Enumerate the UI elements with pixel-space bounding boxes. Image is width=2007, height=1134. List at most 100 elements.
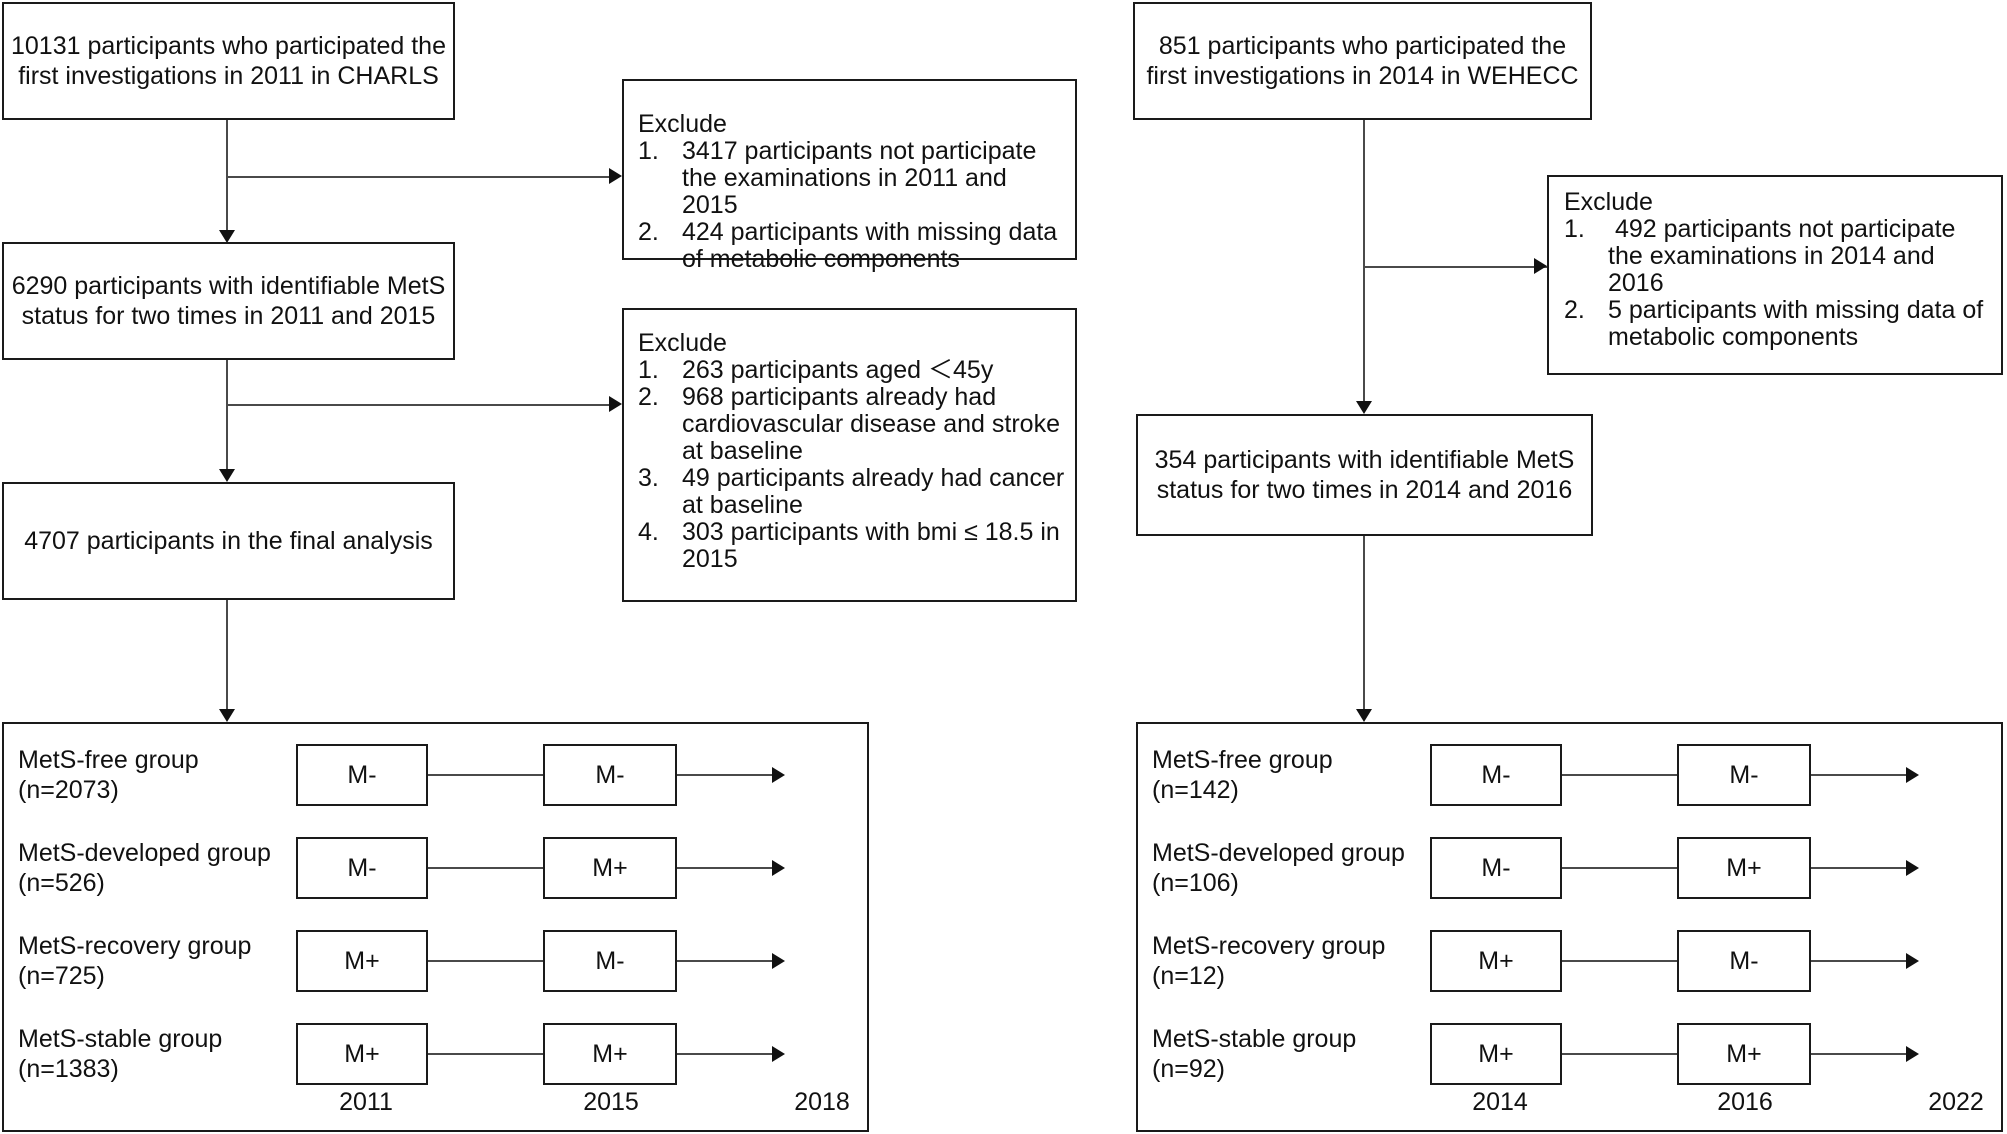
arrow-right-icon <box>1906 1046 1919 1062</box>
exclude-item-number: 2. <box>638 218 659 246</box>
group-label: MetS-stable group (n=92) <box>1152 1024 1356 1084</box>
status-label: M- <box>595 760 625 789</box>
group-n: (n=1383) <box>18 1055 119 1083</box>
charls-exclude1-branch-line <box>227 176 609 178</box>
exclude-item-text: 424 participants with missing data of me… <box>682 218 1058 273</box>
arrow-down-icon <box>1356 709 1372 722</box>
year-label: 2011 <box>339 1088 393 1116</box>
exclude-item: 2. 424 participants with missing data of… <box>638 219 1067 273</box>
group-label: MetS-developed group (n=106) <box>1152 838 1405 898</box>
exclude-item: 3. 49 participants already had cancer at… <box>638 465 1067 519</box>
followup-line <box>1811 867 1906 869</box>
group-name: MetS-stable group <box>18 1025 223 1053</box>
year-label: 2014 <box>1472 1088 1528 1116</box>
charls-connector-line-2 <box>226 360 228 469</box>
group-label: MetS-recovery group (n=12) <box>1152 931 1385 991</box>
group-label: MetS-recovery group (n=725) <box>18 931 251 991</box>
status-box-t2: M+ <box>1677 837 1811 899</box>
wehecc-connector-line-1 <box>1363 120 1365 401</box>
wehecc-connector-line-2 <box>1363 536 1365 709</box>
arrow-right-icon <box>609 168 622 184</box>
group-name: MetS-developed group <box>1152 839 1405 867</box>
followup-line <box>1811 1053 1906 1055</box>
followup-line <box>677 1053 772 1055</box>
arrow-right-icon <box>1906 953 1919 969</box>
wehecc-enrollment-text: 851 participants who participated the fi… <box>1146 32 1579 90</box>
group-name: MetS-recovery group <box>18 932 252 960</box>
exclude-item-number: 3. <box>638 464 659 492</box>
exclude-item-text: 968 participants already had cardiovascu… <box>682 383 1060 465</box>
group-row-mets-developed: MetS-developed group (n=526) M- M+ <box>4 837 867 899</box>
status-box-t1: M- <box>296 837 428 899</box>
group-label: MetS-stable group (n=1383) <box>18 1024 222 1084</box>
arrow-right-icon <box>1906 860 1919 876</box>
exclude-item-number: 1. <box>1564 215 1585 243</box>
group-name: MetS-free group <box>1152 746 1333 774</box>
group-n: (n=2073) <box>18 776 119 804</box>
year-label: 2015 <box>583 1088 639 1116</box>
exclude-item: 1. 3417 participants not participate the… <box>638 138 1067 219</box>
wehecc-identifiable-mets-box: 354 participants with identifiable MetS … <box>1136 414 1593 536</box>
followup-line <box>1811 960 1906 962</box>
exclude-item: 1. 263 participants aged ＜45y <box>638 357 1067 384</box>
group-label: MetS-free group (n=2073) <box>18 745 199 805</box>
status-box-t2: M+ <box>543 837 677 899</box>
status-box-t1: M+ <box>296 1023 428 1085</box>
year-label: 2022 <box>1928 1088 1984 1116</box>
status-label: M+ <box>1726 1039 1762 1068</box>
exclude-item-number: 2. <box>1564 296 1585 324</box>
exclude-item-text: 303 participants with bmi ≤ 18.5 in 2015 <box>682 518 1060 573</box>
status-box-t2: M- <box>543 744 677 806</box>
status-label: M+ <box>1478 946 1514 975</box>
exclude-item: 1. 492 participants not participate the … <box>1564 216 1993 297</box>
exclude-item-text: 492 participants not participate the exa… <box>1608 215 1956 297</box>
followup-line <box>677 867 772 869</box>
status-box-t2: M- <box>1677 930 1811 992</box>
group-row-mets-developed: MetS-developed group (n=106) M- M+ <box>1138 837 2001 899</box>
arrow-down-icon <box>219 230 235 243</box>
charls-exclude-box-2: Exclude 1. 263 participants aged ＜45y 2.… <box>622 308 1077 602</box>
group-label: MetS-developed group (n=526) <box>18 838 271 898</box>
status-connector-line <box>428 1053 543 1055</box>
exclude-item-text: 3417 participants not participate the ex… <box>682 137 1037 219</box>
charls-groups-panel: MetS-free group (n=2073) M- M- MetS-deve… <box>2 722 869 1132</box>
status-box-t2: M+ <box>1677 1023 1811 1085</box>
status-connector-line <box>1562 1053 1677 1055</box>
status-connector-line <box>428 774 543 776</box>
group-n: (n=526) <box>18 869 105 897</box>
status-box-t1: M+ <box>1430 1023 1562 1085</box>
status-box-t2: M- <box>1677 744 1811 806</box>
wehecc-exclude-box: Exclude 1. 492 participants not particip… <box>1547 175 2003 375</box>
group-n: (n=106) <box>1152 869 1239 897</box>
status-connector-line <box>1562 774 1677 776</box>
group-row-mets-stable: MetS-stable group (n=92) M+ M+ <box>1138 1023 2001 1085</box>
exclude-item-number: 1. <box>638 137 659 165</box>
exclude-title: Exclude <box>638 110 727 138</box>
followup-line <box>677 774 772 776</box>
wehecc-groups-panel: MetS-free group (n=142) M- M- MetS-devel… <box>1136 722 2003 1132</box>
status-box-t2: M+ <box>543 1023 677 1085</box>
group-n: (n=142) <box>1152 776 1239 804</box>
charls-enrollment-box: 10131 participants who participated the … <box>2 2 455 120</box>
arrow-right-icon <box>1534 258 1547 274</box>
charls-enrollment-text: 10131 participants who participated the … <box>10 32 446 90</box>
group-row-mets-free: MetS-free group (n=2073) M- M- <box>4 744 867 806</box>
status-label: M- <box>1729 760 1759 789</box>
exclude-item: 4. 303 participants with bmi ≤ 18.5 in 2… <box>638 519 1067 573</box>
arrow-right-icon <box>772 767 785 783</box>
charls-exclude2-branch-line <box>227 404 609 406</box>
status-label: M+ <box>592 1039 628 1068</box>
status-box-t2: M- <box>543 930 677 992</box>
wehecc-identifiable-mets-text: 354 participants with identifiable MetS … <box>1154 446 1575 504</box>
group-row-mets-recovery: MetS-recovery group (n=725) M+ M- <box>4 930 867 992</box>
exclude-item-text: 49 participants already had cancer at ba… <box>682 464 1065 519</box>
wehecc-exclude-branch-line <box>1364 266 1547 268</box>
charls-final-analysis-box: 4707 participants in the final analysis <box>2 482 455 600</box>
year-label: 2018 <box>794 1088 850 1116</box>
arrow-down-icon <box>1356 401 1372 414</box>
status-label: M- <box>1729 946 1759 975</box>
status-label: M+ <box>1726 853 1762 882</box>
status-connector-line <box>1562 960 1677 962</box>
charls-identifiable-mets-text: 6290 participants with identifiable MetS… <box>11 272 446 330</box>
